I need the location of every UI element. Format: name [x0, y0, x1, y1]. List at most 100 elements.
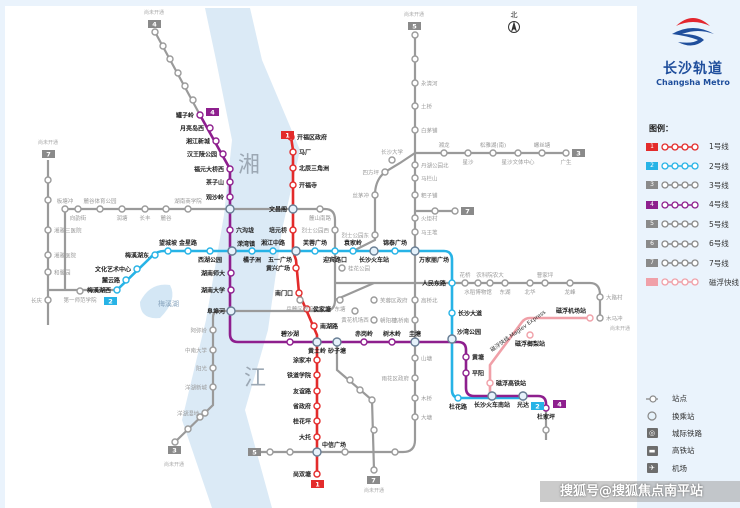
station[interactable]: [295, 289, 303, 297]
station[interactable]: [464, 149, 472, 157]
station[interactable]: [370, 316, 378, 324]
station[interactable]: [209, 346, 217, 354]
station[interactable]: [206, 124, 214, 132]
station[interactable]: [311, 247, 319, 255]
station[interactable]: [411, 228, 419, 236]
station[interactable]: [448, 309, 456, 317]
station[interactable]: [341, 448, 349, 456]
station[interactable]: [196, 111, 204, 119]
station[interactable]: [349, 247, 357, 255]
station[interactable]: [381, 168, 389, 176]
station[interactable]: [562, 149, 570, 157]
station[interactable]: [411, 296, 419, 304]
station[interactable]: [74, 205, 82, 213]
station[interactable]: [411, 214, 419, 222]
station[interactable]: [96, 205, 104, 213]
station[interactable]: [566, 279, 574, 287]
station[interactable]: [411, 161, 419, 169]
station[interactable]: [151, 251, 159, 259]
station[interactable]: [411, 394, 419, 402]
station[interactable]: [391, 448, 399, 456]
transfer-station[interactable]: [410, 246, 420, 256]
station[interactable]: [461, 279, 469, 287]
station[interactable]: [226, 165, 234, 173]
station[interactable]: [501, 279, 509, 287]
station[interactable]: [184, 247, 192, 255]
station[interactable]: [209, 383, 217, 391]
station[interactable]: [388, 156, 396, 164]
station[interactable]: [411, 354, 419, 362]
station[interactable]: [486, 279, 494, 287]
station[interactable]: [411, 413, 419, 421]
station[interactable]: [370, 426, 378, 434]
station[interactable]: [538, 149, 546, 157]
station[interactable]: [371, 191, 379, 199]
station[interactable]: [292, 264, 300, 272]
station[interactable]: [209, 364, 217, 372]
station[interactable]: [174, 69, 182, 77]
station[interactable]: [44, 176, 52, 184]
station[interactable]: [313, 356, 321, 364]
station[interactable]: [286, 448, 294, 456]
station[interactable]: [141, 205, 149, 213]
station[interactable]: [266, 448, 274, 456]
station[interactable]: [201, 409, 209, 417]
transfer-station[interactable]: [291, 246, 301, 256]
station[interactable]: [346, 376, 354, 384]
transfer-station[interactable]: [487, 391, 497, 401]
station[interactable]: [360, 338, 368, 346]
station[interactable]: [462, 353, 470, 361]
station[interactable]: [151, 28, 159, 36]
station[interactable]: [44, 251, 52, 259]
station[interactable]: [411, 191, 419, 199]
transfer-station[interactable]: [518, 391, 528, 401]
station[interactable]: [226, 193, 234, 201]
station[interactable]: [542, 426, 550, 434]
station[interactable]: [206, 247, 214, 255]
station[interactable]: [331, 247, 339, 255]
station[interactable]: [289, 148, 297, 156]
station[interactable]: [289, 164, 297, 172]
transfer-station[interactable]: [369, 246, 379, 256]
transfer-station[interactable]: [288, 204, 298, 214]
station[interactable]: [411, 374, 419, 382]
station[interactable]: [474, 279, 482, 287]
station[interactable]: [313, 417, 321, 425]
station[interactable]: [316, 205, 324, 213]
station[interactable]: [171, 438, 179, 446]
station[interactable]: [76, 287, 84, 295]
station[interactable]: [331, 226, 339, 234]
station[interactable]: [212, 137, 220, 145]
station[interactable]: [159, 42, 167, 50]
station[interactable]: [44, 268, 52, 276]
station[interactable]: [61, 205, 69, 213]
station[interactable]: [431, 207, 439, 215]
station[interactable]: [486, 379, 494, 387]
station[interactable]: [411, 31, 419, 39]
station[interactable]: [586, 314, 594, 322]
station[interactable]: [411, 126, 419, 134]
transfer-station[interactable]: [227, 246, 237, 256]
station[interactable]: [286, 338, 294, 346]
station[interactable]: [514, 149, 522, 157]
station[interactable]: [310, 322, 318, 330]
station[interactable]: [448, 279, 456, 287]
station[interactable]: [181, 82, 189, 90]
station[interactable]: [411, 79, 419, 87]
station[interactable]: [313, 402, 321, 410]
station[interactable]: [219, 150, 227, 158]
station[interactable]: [526, 279, 534, 287]
station[interactable]: [370, 466, 378, 474]
transfer-station[interactable]: [447, 334, 457, 344]
station[interactable]: [351, 307, 359, 315]
station[interactable]: [289, 226, 297, 234]
station[interactable]: [227, 269, 235, 277]
station[interactable]: [289, 181, 297, 189]
station[interactable]: [313, 470, 321, 478]
transfer-station[interactable]: [410, 337, 420, 347]
station[interactable]: [462, 369, 470, 377]
station[interactable]: [596, 314, 604, 322]
station[interactable]: [184, 425, 192, 433]
transfer-station[interactable]: [332, 337, 342, 347]
station[interactable]: [44, 296, 52, 304]
